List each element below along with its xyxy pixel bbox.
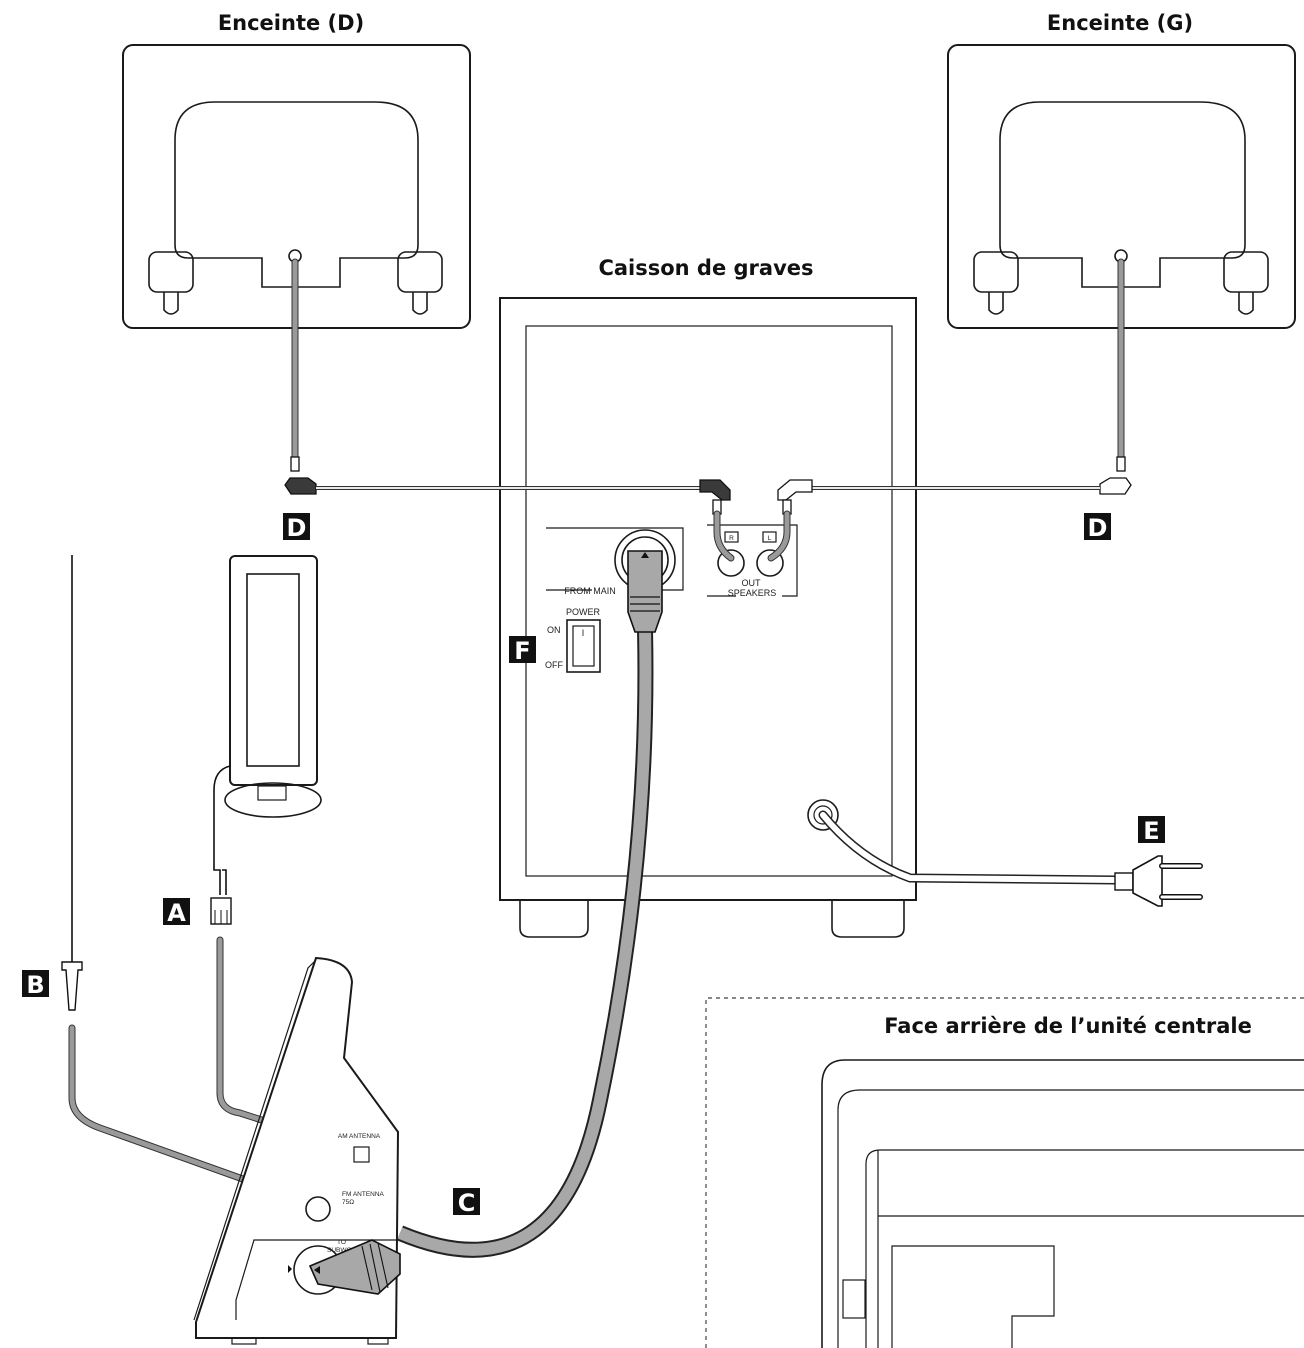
power-on-label: ON [547,625,561,635]
badge-e: E [1138,816,1165,845]
am-antenna-label: AM ANTENNA [338,1133,381,1140]
main-unit-rear-inset [705,997,1304,1348]
subwoofer-title: Caisson de graves [598,256,813,280]
speaker-right [122,44,471,329]
speaker-cable-left [767,258,1132,562]
badge-d-right: D [1084,513,1111,542]
badge-c: C [453,1188,480,1217]
speaker-cable-right [284,258,735,562]
svg-text:E: E [1143,817,1159,845]
svg-text:D: D [287,514,307,542]
badge-b: B [22,970,49,999]
out-label: OUT [742,578,762,588]
svg-text:B: B [26,971,44,999]
main-unit-side: AM ANTENNA FM ANTENNA 75Ω TO SUBWOOFER [193,956,401,1345]
to-label: TO [337,1239,346,1246]
subwoofer-cable [396,550,663,1258]
power-label: POWER [566,607,601,617]
main-unit-rear-title: Face arrière de l’unité centrale [884,1014,1252,1038]
svg-text:F: F [514,637,530,665]
badge-d-left: D [283,513,310,542]
badge-f: F [509,636,536,665]
subwoofer: FROM MAIN POWER ON OFF I R L OUT SPEAKER… [499,297,917,938]
svg-text:D: D [1088,514,1108,542]
svg-text:C: C [458,1189,476,1217]
power-switch-mark: I [582,628,585,638]
fm-antenna-terminal [305,1196,331,1222]
svg-text:A: A [167,899,186,927]
speakers-label: SPEAKERS [728,588,777,598]
jack-l-label: L [768,535,772,542]
power-cord [818,810,1203,907]
jack-r[interactable] [717,549,745,577]
am-antenna-terminal [353,1146,370,1163]
fm-antenna-wire [61,555,314,1207]
power-off-label: OFF [545,660,563,670]
fm-antenna-label-2: 75Ω [342,1199,354,1206]
speaker-right-title: Enceinte (D) [218,11,364,35]
am-loop-antenna [210,555,364,1156]
badge-a: A [163,898,190,927]
speaker-left-title: Enceinte (G) [1047,11,1193,35]
from-main-label: FROM MAIN [564,586,616,596]
fm-antenna-label-1: FM ANTENNA [342,1191,385,1198]
jack-r-label: R [729,535,734,542]
jack-l[interactable] [756,549,784,577]
power-switch[interactable] [566,619,601,673]
